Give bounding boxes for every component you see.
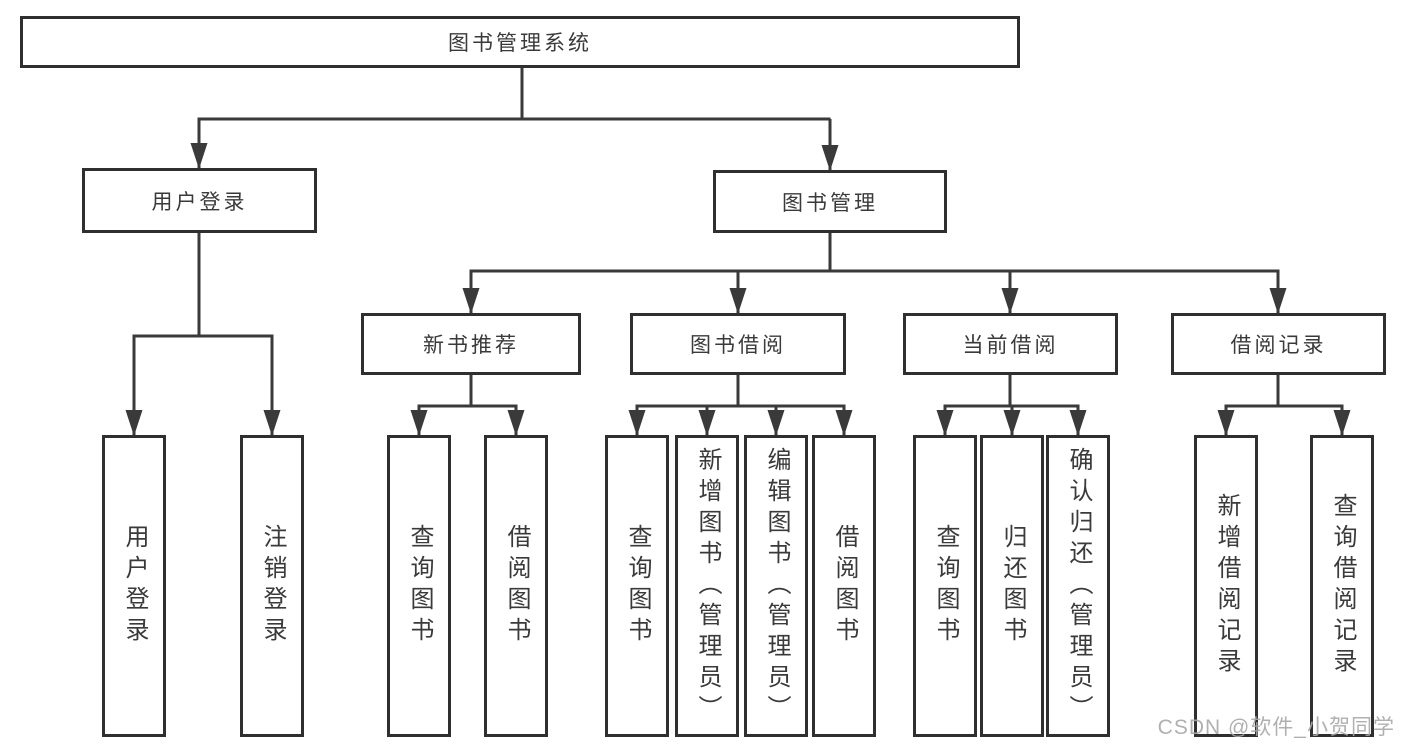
- leaf-label: 确认归还（管理员）: [1065, 446, 1092, 726]
- node-label: 用户登录: [151, 190, 248, 214]
- node-book-borrowing: 图书借阅: [630, 313, 846, 375]
- leaf-borrow-add-books-admin: 新增图书（管理员）: [675, 435, 739, 737]
- node-book-management: 图书管理: [713, 170, 947, 233]
- leaf-label: 新增图书（管理员）: [694, 446, 721, 726]
- leaf-label: 归还图书: [999, 524, 1026, 648]
- leaf-logout: 注销登录: [240, 435, 304, 737]
- leaf-label: 借阅图书: [831, 524, 858, 648]
- node-label: 图书管理: [782, 191, 878, 215]
- leaf-borrow-edit-books-admin: 编辑图书（管理员）: [744, 435, 808, 737]
- node-label: 借阅记录: [1230, 334, 1327, 357]
- node-label: 新书推荐: [423, 334, 519, 357]
- leaf-records-add-record: 新增借阅记录: [1194, 435, 1258, 737]
- leaf-label: 新增借阅记录: [1213, 493, 1240, 679]
- leaf-label: 用户登录: [121, 524, 148, 648]
- leaf-borrow-query-books: 查询图书: [605, 435, 669, 737]
- node-user-login: 用户登录: [82, 168, 317, 233]
- watermark: CSDN @软件_小贺同学: [1157, 716, 1395, 739]
- node-root-library-system: 图书管理系统: [20, 16, 1020, 68]
- leaf-current-confirm-return-admin: 确认归还（管理员）: [1046, 435, 1110, 737]
- leaf-current-return-books: 归还图书: [980, 435, 1044, 737]
- leaf-newbooks-query-books: 查询图书: [387, 435, 451, 737]
- leaf-newbooks-borrow-books: 借阅图书: [484, 435, 548, 737]
- node-label: 当前借阅: [962, 334, 1059, 357]
- node-borrowing-records: 借阅记录: [1171, 313, 1386, 375]
- leaf-label: 查询图书: [932, 524, 959, 648]
- leaf-label: 注销登录: [259, 524, 286, 648]
- leaf-label: 借阅图书: [503, 524, 530, 648]
- leaf-borrow-borrow-books: 借阅图书: [812, 435, 876, 737]
- node-label: 图书管理系统: [448, 32, 592, 55]
- leaf-label: 查询图书: [624, 524, 651, 648]
- leaf-label: 编辑图书（管理员）: [763, 446, 790, 726]
- leaf-label: 查询借阅记录: [1329, 493, 1356, 679]
- leaf-label: 查询图书: [406, 524, 433, 648]
- leaf-current-query-books: 查询图书: [913, 435, 977, 737]
- leaf-records-query-record: 查询借阅记录: [1310, 435, 1374, 737]
- node-current-borrowing: 当前借阅: [903, 313, 1118, 375]
- node-label: 图书借阅: [690, 334, 786, 357]
- connector-paths: [125, 68, 1351, 436]
- leaf-user-login: 用户登录: [102, 435, 166, 737]
- node-new-book-recommendation: 新书推荐: [361, 313, 581, 375]
